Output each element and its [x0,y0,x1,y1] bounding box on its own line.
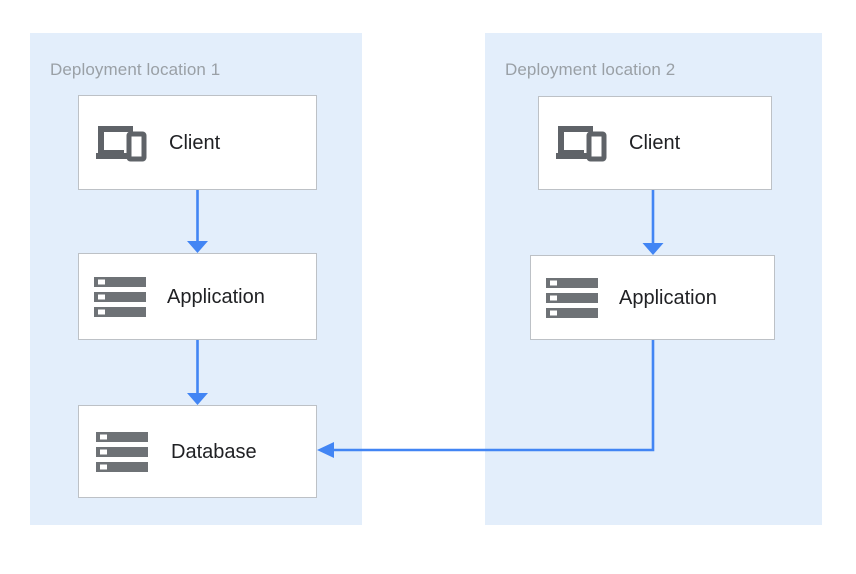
node-application-location-1[interactable]: Application [78,253,317,340]
node-label: Application [619,286,717,309]
zone-label-deployment-location-2: Deployment location 2 [505,60,676,79]
node-application-location-2[interactable]: Application [530,255,775,340]
node-label: Database [171,440,257,463]
zone-label-deployment-location-1: Deployment location 1 [50,60,221,79]
server-icon [93,275,147,319]
devices-icon [95,123,147,163]
node-label: Application [167,285,265,308]
server-icon [95,430,149,474]
server-icon [545,276,599,320]
node-client-location-2[interactable]: Client [538,96,772,190]
node-label: Client [629,132,681,154]
node-label: Client [169,131,221,154]
devices-icon [555,123,607,163]
node-client-location-1[interactable]: Client [78,95,317,190]
node-database-location-1[interactable]: Database [78,405,317,498]
